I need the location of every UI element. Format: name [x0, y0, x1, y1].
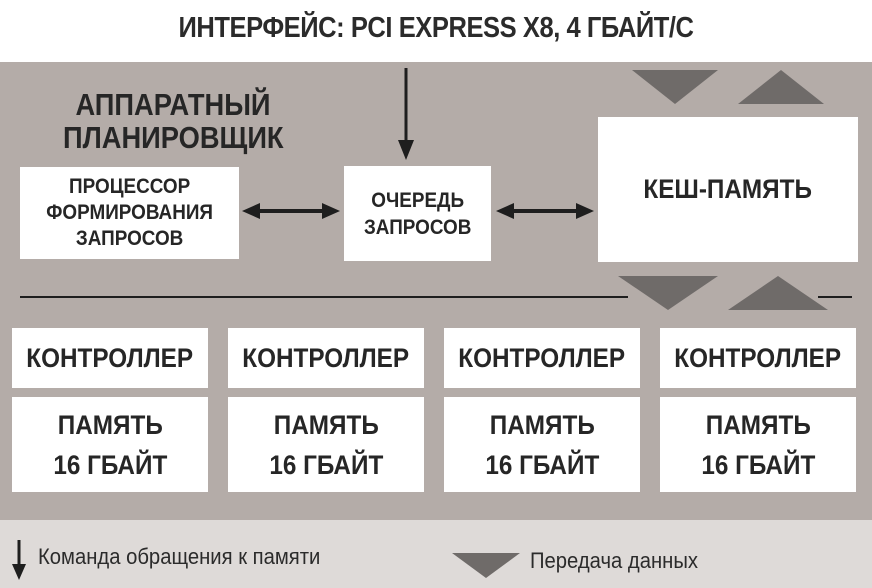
transfer-up-triangle — [738, 70, 824, 104]
controller-label: КОНТРОЛЛЕР — [26, 342, 194, 373]
request-queue-label: ОЧЕРЕДЬ ЗАПРОСОВ — [363, 188, 472, 239]
controller-label: КОНТРОЛЛЕР — [674, 342, 842, 373]
transfer-up-triangle — [728, 276, 828, 310]
request-processor-label: ПРОЦЕССОР ФОРМИРОВАНИЯ ЗАПРОСОВ — [46, 175, 213, 250]
legend-command-label: Команда обращения к памяти — [38, 544, 321, 569]
memory-box: ПАМЯТЬ 16 ГБАЙТ — [444, 397, 640, 492]
controller-box: КОНТРОЛЛЕР — [444, 328, 640, 388]
controller-box: КОНТРОЛЛЕР — [660, 328, 856, 388]
memory-label: ПАМЯТЬ 16 ГБАЙТ — [269, 409, 383, 480]
request-queue-box: ОЧЕРЕДЬ ЗАПРОСОВ — [344, 166, 491, 261]
controller-label: КОНТРОЛЛЕР — [458, 342, 626, 373]
memory-label: ПАМЯТЬ 16 ГБАЙТ — [485, 409, 599, 480]
memory-label: ПАМЯТЬ 16 ГБАЙТ — [53, 409, 167, 480]
diagram-title: ИНТЕРФЕЙС: PCI EXPRESS X8, 4 ГБАЙТ/С — [178, 12, 694, 44]
queue-cache-arrow — [496, 203, 594, 219]
cache-label: КЕШ-ПАМЯТЬ — [643, 174, 813, 204]
command-arrow — [398, 68, 414, 160]
legend-transfer-label: Передача данных — [530, 548, 699, 573]
legend-transfer-icon — [452, 553, 520, 578]
controller-box: КОНТРОЛЛЕР — [12, 328, 208, 388]
legend-command-icon — [12, 540, 26, 580]
processor-queue-arrow — [242, 203, 340, 219]
controller-label: КОНТРОЛЛЕР — [242, 342, 410, 373]
cache-box: КЕШ-ПАМЯТЬ — [598, 117, 858, 262]
controller-box: КОНТРОЛЛЕР — [228, 328, 424, 388]
transfer-down-triangle — [618, 276, 718, 310]
transfer-down-triangle — [632, 70, 718, 104]
memory-box: ПАМЯТЬ 16 ГБАЙТ — [12, 397, 208, 492]
request-processor-box: ПРОЦЕССОР ФОРМИРОВАНИЯ ЗАПРОСОВ — [20, 167, 239, 259]
memory-label: ПАМЯТЬ 16 ГБАЙТ — [701, 409, 815, 480]
memory-box: ПАМЯТЬ 16 ГБАЙТ — [228, 397, 424, 492]
legend-area — [0, 520, 872, 588]
scheduler-label: АППАРАТНЫЙ ПЛАНИРОВЩИК — [63, 87, 284, 155]
memory-box: ПАМЯТЬ 16 ГБАЙТ — [660, 397, 856, 492]
